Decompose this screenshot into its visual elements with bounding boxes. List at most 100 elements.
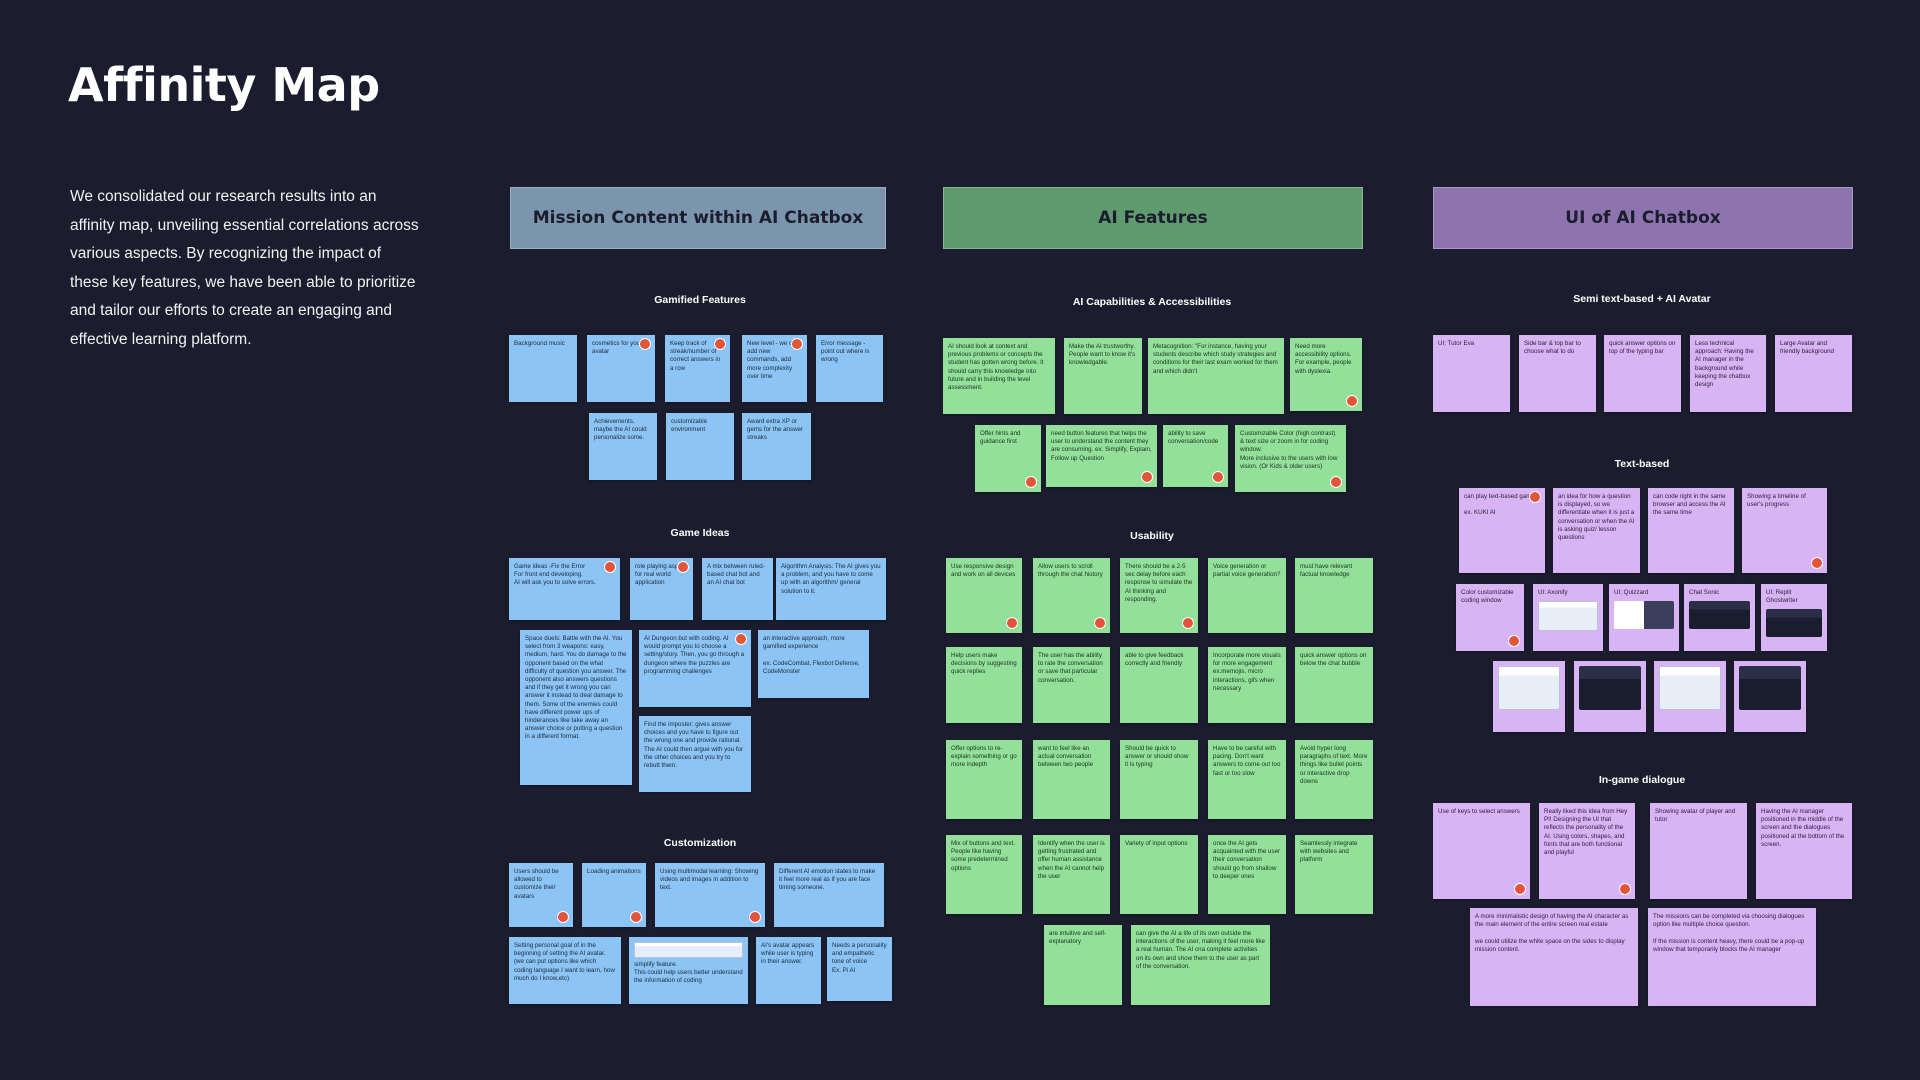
section-usability: Usability xyxy=(1130,530,1174,542)
sticky-note: Allow users to scroll through the chat h… xyxy=(1033,558,1110,633)
note-text: want to feel like an actual conversation… xyxy=(1038,745,1094,769)
note-text: Customizable Color (high contrast) & tex… xyxy=(1240,430,1338,470)
quizzard-screenshot xyxy=(1614,601,1674,630)
sticky-note: want to feel like an actual conversation… xyxy=(1033,740,1110,819)
vote-dot xyxy=(1212,471,1224,483)
sticky-note: Showing avatar of player and tutor xyxy=(1650,803,1747,899)
sticky-note: customizable environment xyxy=(666,413,734,480)
note-text: Need more accessibility options. For exa… xyxy=(1295,343,1352,375)
sticky-note: Avoid hyper long paragraphs of text. Mor… xyxy=(1295,740,1373,819)
sticky-note: are intuitive and self-explanatory xyxy=(1044,925,1122,1005)
sticky-note: Error message - point out where is wrong xyxy=(816,335,883,402)
note-text: Setting personal goal of in the beginnin… xyxy=(514,942,615,982)
note-text: Color customizable coding window xyxy=(1461,589,1514,605)
note-text: Voice generation or partial voice genera… xyxy=(1213,563,1281,579)
note-text: Different AI emotion states to make it f… xyxy=(779,868,876,892)
note-text: UI: Replit Ghostwriter xyxy=(1766,589,1798,605)
sticky-note: Different AI emotion states to make it f… xyxy=(774,863,884,927)
sticky-note: Chat Sonic xyxy=(1684,584,1755,651)
vote-dot xyxy=(677,561,689,573)
sticky-note: Variety of input options xyxy=(1120,835,1198,914)
note-text: Identify when the user is getting frustr… xyxy=(1038,840,1105,880)
sticky-note: Need more accessibility options. For exa… xyxy=(1290,338,1362,411)
sticky-note: Showing a timeline of user's progress xyxy=(1742,488,1827,573)
sticky-note: UI: Quizzard xyxy=(1609,584,1679,651)
note-text: can give the AI a life of its own outsid… xyxy=(1136,930,1265,970)
sticky-note: quick answer options on below the chat b… xyxy=(1295,647,1373,723)
sticky-note: A mix between ruled-based chat bot and a… xyxy=(702,558,773,620)
note-text: Keep track of streak/number of correct a… xyxy=(670,340,721,372)
sticky-note: Background music xyxy=(509,335,577,402)
sticky-note: can play text-based games ex. KUKI AI xyxy=(1459,488,1545,573)
sticky-note: quick answer options on top of the typin… xyxy=(1604,335,1681,412)
sticky-note: Incorporate more visuals for more engage… xyxy=(1208,647,1286,723)
sticky-note: Really liked this idea from Hey PI! Desi… xyxy=(1539,803,1635,899)
note-text: A mix between ruled-based chat bot and a… xyxy=(707,563,765,587)
sticky-note: There should be a 2-5 sec delay before e… xyxy=(1120,558,1198,633)
sticky-note: Less technical approach: Having the AI m… xyxy=(1690,335,1766,412)
vote-dot xyxy=(557,911,569,923)
sticky-note: Mix of buttons and text. People like hav… xyxy=(946,835,1022,914)
note-text: ability to save conversation/code xyxy=(1168,430,1219,446)
sticky-note: Algorithm Analysis: The AI gives you a p… xyxy=(776,558,886,620)
note-text: Incorporate more visuals for more engage… xyxy=(1213,652,1281,692)
note-text: Variety of input options xyxy=(1125,840,1188,847)
sticky-note: can code right in the same browser and a… xyxy=(1648,488,1734,573)
header-features-label: AI Features xyxy=(1098,208,1208,228)
note-text: Large Avatar and friendly background xyxy=(1780,340,1835,356)
sticky-note: The missions can be completed via choosi… xyxy=(1648,908,1816,1006)
section-game-ideas: Game Ideas xyxy=(670,527,730,539)
note-text: Use of keys to select answers xyxy=(1438,808,1520,815)
note-text: Needs a personality and empathetic tone … xyxy=(832,942,887,974)
note-text: Error message - point out where is wrong xyxy=(821,340,870,364)
vote-dot xyxy=(604,561,616,573)
note-text: Loading animations xyxy=(587,868,641,875)
axonify-screenshot xyxy=(1538,601,1598,632)
sticky-note: an idea for how a question is displayed,… xyxy=(1553,488,1640,573)
sticky-note: AI Dungeon but with coding. AI would pro… xyxy=(639,630,751,707)
section-in-game-dialogue: In-game dialogue xyxy=(1598,774,1686,786)
vote-dot xyxy=(1508,635,1520,647)
note-text: The user has the ability to rate the con… xyxy=(1038,652,1103,684)
sticky-note: Metacognition: "For instance, having you… xyxy=(1148,338,1284,414)
sticky-note: Side bar & top bar to choose what to do xyxy=(1519,335,1596,412)
intro-paragraph: We consolidated our research results int… xyxy=(70,188,419,348)
note-text: customizable environment xyxy=(671,418,708,434)
section-ai-capabilities: AI Capabilities & Accessibilities xyxy=(1072,296,1232,308)
replit-ghostwriter-screenshot xyxy=(1766,609,1822,638)
note-text: UI: Quizzard xyxy=(1614,589,1649,596)
section-customization: Customization xyxy=(663,837,737,849)
note-text: Users should be allowed to customize the… xyxy=(514,868,559,900)
vote-dot xyxy=(1025,476,1037,488)
note-text: Using multimodal learning: Showing video… xyxy=(660,868,759,892)
sticky-note: New level - we can add new commands, add… xyxy=(742,335,807,402)
note-text: Having the AI manager positioned in the … xyxy=(1761,808,1845,848)
sticky-note: need button features that helps the user… xyxy=(1046,425,1157,487)
note-text: Side bar & top bar to choose what to do xyxy=(1524,340,1581,356)
sticky-note: Achievements, maybe the AI could persona… xyxy=(589,413,657,480)
page-title: Affinity Map xyxy=(68,58,380,112)
vote-dot xyxy=(714,338,726,350)
sticky-note: Keep track of streak/number of correct a… xyxy=(665,335,730,402)
sticky-note: Offer options to re-explain something or… xyxy=(946,740,1022,819)
note-text: UI: Tutor Eva xyxy=(1438,340,1475,347)
header-ui-label: UI of AI Chatbox xyxy=(1565,208,1721,228)
note-text: Really liked this idea from Hey PI! Desi… xyxy=(1544,808,1628,857)
vote-dot xyxy=(1141,471,1153,483)
vote-dot xyxy=(1346,395,1358,407)
sticky-note: once the AI gets acquainted with the use… xyxy=(1208,835,1286,914)
sticky-note: Customizable Color (high contrast) & tex… xyxy=(1235,425,1346,492)
note-text: are intuitive and self-explanatory xyxy=(1049,930,1107,946)
sticky-note: an interactive approach, more gamified e… xyxy=(758,630,869,698)
sticky-note: Use responsive design and work on all de… xyxy=(946,558,1022,633)
image-note xyxy=(1654,661,1726,732)
sticky-note: able to give feedback correctly and frie… xyxy=(1120,647,1198,723)
sticky-note: Offer hints and guidance first xyxy=(975,425,1041,492)
note-text: Award extra XP or gems for the answer st… xyxy=(747,418,804,442)
note-text: Mix of buttons and text. People like hav… xyxy=(951,840,1015,872)
sticky-note: The user has the ability to rate the con… xyxy=(1033,647,1110,723)
sticky-note: can give the AI a life of its own outsid… xyxy=(1131,925,1270,1005)
sticky-note: Using multimodal learning: Showing video… xyxy=(655,863,765,927)
note-text: Seamlessly integrate with websites and p… xyxy=(1300,840,1358,864)
note-text: simplify feature. This could help users … xyxy=(634,961,743,985)
